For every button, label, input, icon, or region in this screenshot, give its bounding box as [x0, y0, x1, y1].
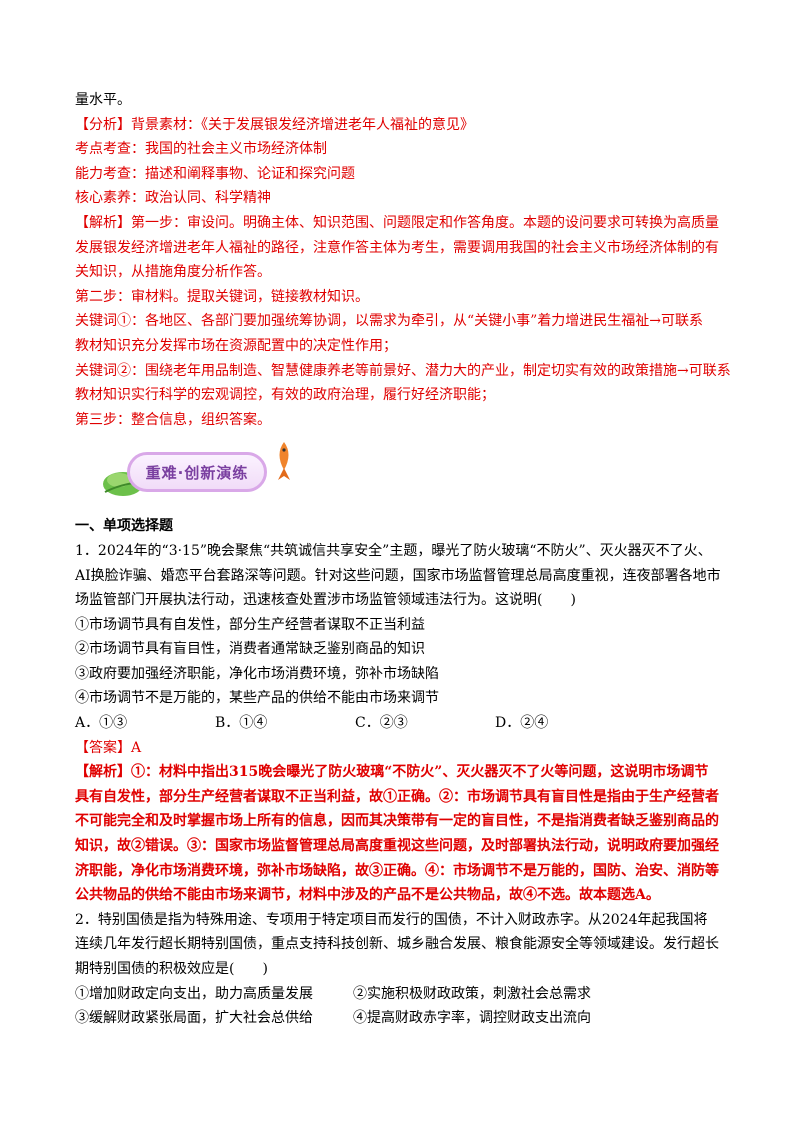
explanation-line: 关知识，从措施角度分析作答。 [75, 264, 271, 281]
statement-row: ①增加财政定向支出，助力高质量发展 ②实施积极财政政策，刺激社会总需求 [75, 982, 735, 1007]
statement: ②市场调节具有盲目性，消费者通常缺乏鉴别商品的知识 [75, 641, 425, 658]
statement: ④提高财政赤字率，调控财政支出流向 [353, 1010, 591, 1027]
fish-icon [278, 442, 290, 481]
statement: ③政府要加强经济职能，净化市场消费环境，弥补市场缺陷 [75, 665, 439, 682]
analysis-line: 核心素养：政治认同、科学精神 [75, 190, 271, 207]
explanation-line: 公共物品的供给不能由市场来调节，材料中涉及的产品不是公共物品，故④不选。故本题选… [75, 887, 660, 904]
option-b: B．①④ [215, 715, 268, 732]
text-line: 量水平。 [75, 92, 131, 108]
question-stem: 1．2024年的“3·15”晚会聚焦“共筑诚信共享安全”主题，曝光了防火玻璃“不… [75, 542, 712, 559]
question-stem: 2．特别国债是指为特殊用途、专项用于特定项目而发行的国债，不计入财政赤字。从20… [75, 911, 708, 928]
explanation-line: 发展银发经济增进老年人福祉的路径，注意作答主体为考生，需要调用我国的社会主义市场… [75, 239, 719, 256]
option-d: D．②④ [495, 715, 549, 732]
section-banner: 重难·创新演练 [97, 442, 297, 506]
statement: ②实施积极财政政策，刺激社会总需求 [353, 985, 591, 1002]
banner-label-box: 重难·创新演练 [127, 452, 267, 493]
answer-line: 【答案】A [75, 739, 142, 756]
explanation-line: 不可能完全和及时掌握市场上所有的信息，因而其决策带有一定的盲目性，不是指消费者缺… [75, 813, 719, 830]
statement: ①市场调节具有自发性，部分生产经营者谋取不正当利益 [75, 616, 425, 633]
banner-label: 重难·创新演练 [145, 463, 249, 482]
explanation-line: 教材知识充分发挥市场在资源配置中的决定性作用； [75, 337, 397, 354]
option-a: A．①③ [75, 715, 128, 732]
section-title: 一、单项选择题 [75, 518, 173, 535]
explanation-line: 【解析】第一步：审设问。明确主体、知识范围、问题限定和作答角度。本题的设问要求可… [75, 214, 719, 231]
analysis-line: 能力考查：描述和阐释事物、论证和探究问题 [75, 165, 355, 182]
explanation-line: 知识，故②错误。③：国家市场监督管理总局高度重视这些问题，及时部署执法行动，说明… [75, 838, 719, 855]
analysis-line: 【分析】背景素材：《关于发展银发经济增进老年人福祉的意见》 [75, 116, 474, 133]
statement-row: ③缓解财政紧张局面，扩大社会总供给 ④提高财政赤字率，调控财政支出流向 [75, 1006, 735, 1031]
explanation-line: 关键词②：围绕老年用品制造、智慧健康养老等前景好、潜力大的产业，制定切实有效的政… [75, 362, 731, 379]
explanation-line: 【解析】①：材料中指出315晚会曝光了防火玻璃“不防火”、灭火器灭不了火等问题，… [75, 764, 709, 781]
question-stem: AI换脸诈骗、婚恋平台套路深等问题。针对这些问题，国家市场监督管理总局高度重视，… [75, 567, 721, 584]
option-c: C．②③ [355, 715, 408, 732]
explanation-line: 第三步：整合信息，组织答案。 [75, 411, 271, 428]
analysis-line: 考点考查：我国的社会主义市场经济体制 [75, 141, 327, 158]
explanation-line: 具有自发性，部分生产经营者谋取不正当利益，故①正确。②：市场调节具有盲目性是指由… [75, 788, 719, 805]
statement: ④市场调节不是万能的，某些产品的供给不能由市场来调节 [75, 690, 439, 707]
explanation-line: 第二步：审材料。提取关键词，链接教材知识。 [75, 288, 369, 305]
question-stem: 连续几年发行超长期特别国债，重点支持科技创新、城乡融合发展、粮食能源安全等领域建… [75, 936, 719, 953]
answer-options: A．①③ B．①④ C．②③ D．②④ [75, 711, 735, 736]
page: 量水平。 【分析】背景素材：《关于发展银发经济增进老年人福祉的意见》 考点考查：… [75, 88, 735, 1031]
explanation-line: 关键词①：各地区、各部门要加强统筹协调，以需求为牵引，从“关键小事”着力增进民生… [75, 313, 704, 330]
statement: ①增加财政定向支出，助力高质量发展 [75, 985, 313, 1002]
explanation-line: 济职能，净化市场消费环境，弥补市场缺陷，故③正确。④：市场调节不是万能的，国防、… [75, 862, 719, 879]
statement: ③缓解财政紧张局面，扩大社会总供给 [75, 1010, 313, 1027]
question-stem: 期特别国债的积极效应是( ) [75, 961, 268, 977]
explanation-line: 教材知识实行科学的宏观调控，有效的政府治理，履行好经济职能； [75, 387, 495, 404]
question-stem: 场监管部门开展执法行动，迅速核查处置涉市场监管领域违法行为。这说明( ) [75, 592, 576, 609]
